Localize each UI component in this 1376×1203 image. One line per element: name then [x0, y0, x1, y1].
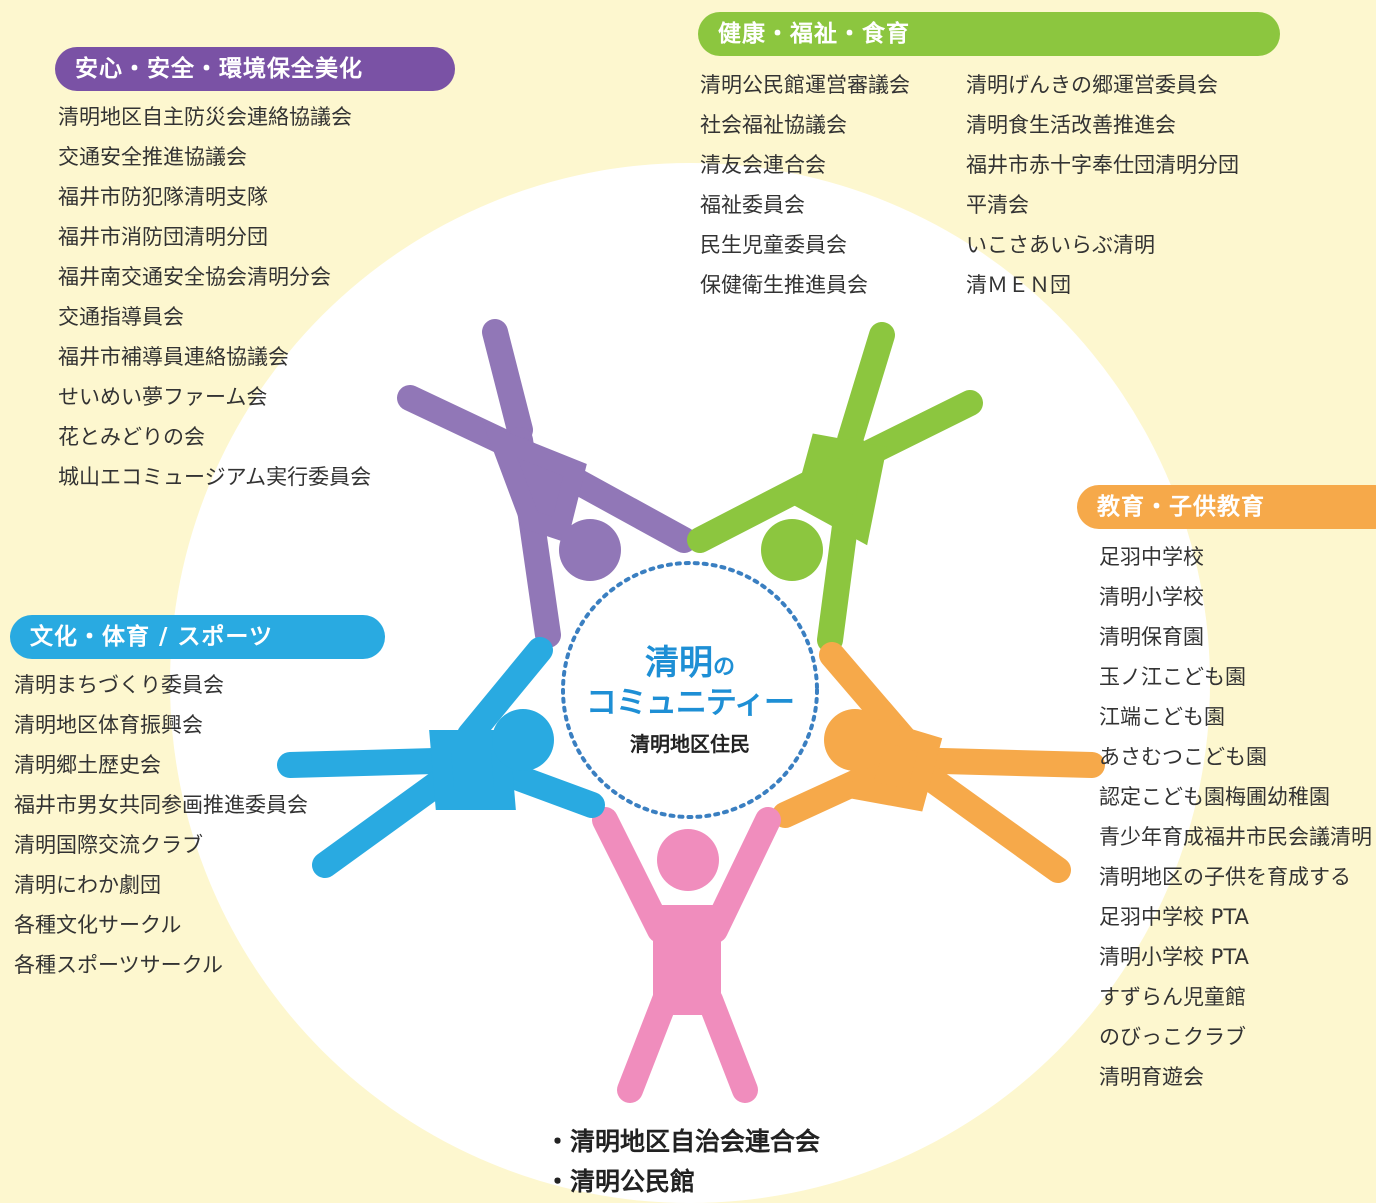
list-item: 保健衛生推進員会 — [700, 273, 868, 297]
center-subtitle: 清明地区住民 — [630, 732, 750, 756]
list-item: 各種文化サークル — [14, 913, 182, 937]
safety-organization-list: 清明地区自主防災会連絡協議会 交通安全推進協議会 福井市防犯隊清明支隊 福井市消… — [58, 97, 371, 497]
list-item: 清明まちづくり委員会 — [14, 673, 224, 697]
education-organization-list: 足羽中学校 清明小学校 清明保育園 玉ノ江こども園 江端こども園 あさむつこども… — [1099, 537, 1376, 1097]
center-title: 清明の — [575, 635, 805, 684]
list-item: すずらん児童館 — [1099, 985, 1246, 1009]
green-person-figure — [687, 322, 983, 653]
list-item: 清明小学校 PTA — [1099, 945, 1249, 969]
center-title-line2: コミュニティー — [585, 685, 795, 721]
list-item: 交通安全推進協議会 — [58, 145, 247, 169]
list-item: 福井市防犯隊清明支隊 — [58, 185, 268, 209]
green-head — [761, 519, 823, 581]
core-organization-list: ・清明地区自治会連合会 ・清明公民館 — [545, 1122, 820, 1202]
list-item: 清明保育園 — [1099, 625, 1204, 649]
list-item: ・清明公民館 — [545, 1167, 696, 1196]
list-item: 民生児童委員会 — [700, 233, 847, 257]
list-item: 清明郷土歴史会 — [14, 753, 161, 777]
list-item: 清明地区体育振興会 — [14, 713, 203, 737]
purple-head — [559, 519, 621, 581]
list-item: 清明公民館運営審議会 — [700, 73, 910, 97]
center-title-particle: の — [712, 655, 735, 680]
list-item: 清明地区の子供を育成する — [1099, 865, 1351, 889]
blue-person-figure — [277, 637, 605, 878]
list-item: 清ＭＥＮ団 — [966, 273, 1071, 297]
pink-person-figure — [592, 807, 781, 1103]
list-item: 足羽中学校 PTA — [1099, 905, 1249, 929]
list-item: 花とみどりの会 — [58, 425, 205, 449]
health-organization-list-col2: 清明げんきの郷運営委員会 清明食生活改善推進会 福井市赤十字奉仕団清明分団 平清… — [966, 65, 1239, 305]
list-item: 青少年育成福井市民会議清明 — [1099, 825, 1372, 849]
list-item: 福祉委員会 — [700, 193, 805, 217]
list-item: のびっこクラブ — [1099, 1025, 1246, 1049]
list-item: せいめい夢ファーム会 — [58, 385, 268, 409]
list-item: いこさあいらぶ清明 — [966, 233, 1155, 257]
purple-person-figure — [397, 319, 697, 648]
pink-head — [657, 829, 719, 891]
blue-head — [492, 709, 554, 771]
list-item: 福井市補導員連絡協議会 — [58, 345, 289, 369]
safety-category-label: 安心・安全・環境保全美化 — [55, 47, 455, 91]
list-item: 福井南交通安全協会清明分会 — [58, 265, 331, 289]
list-item: あさむつこども園 — [1099, 745, 1267, 769]
health-organization-list-col1: 清明公民館運営審議会 社会福祉協議会 清友会連合会 福祉委員会 民生児童委員会 … — [700, 65, 910, 305]
list-item: 社会福祉協議会 — [700, 113, 847, 137]
list-item: 平清会 — [966, 193, 1029, 217]
list-item: 認定こども園梅圃幼稚園 — [1099, 785, 1330, 809]
list-item: 清友会連合会 — [700, 153, 826, 177]
list-item: 交通指導員会 — [58, 305, 184, 329]
list-item: 福井市赤十字奉仕団清明分団 — [966, 153, 1239, 177]
center-title-main: 清明 — [644, 643, 713, 683]
list-item: 各種スポーツサークル — [14, 953, 223, 977]
health-category-label: 健康・福祉・食育 — [698, 12, 1280, 56]
list-item: 城山エコミュージアム実行委員会 — [58, 465, 372, 489]
center-dotted-ring — [561, 561, 819, 819]
list-item: 福井市男女共同参画推進委員会 — [14, 793, 308, 817]
list-item: 足羽中学校 — [1099, 545, 1204, 569]
list-item: 清明食生活改善推進会 — [966, 113, 1176, 137]
list-item: ・清明地区自治会連合会 — [545, 1127, 821, 1156]
culture-category-label: 文化・体育 / スポーツ — [10, 615, 385, 659]
education-category-label: 教育・子供教育 — [1077, 485, 1376, 529]
list-item: 福井市消防団清明分団 — [58, 225, 268, 249]
culture-organization-list: 清明まちづくり委員会 清明地区体育振興会 清明郷土歴史会 福井市男女共同参画推進… — [14, 665, 308, 985]
list-item: 清明国際交流クラブ — [14, 833, 203, 857]
list-item: 江端こども園 — [1099, 705, 1225, 729]
orange-person-figure — [772, 642, 1105, 883]
list-item: 清明地区自主防災会連絡協議会 — [58, 105, 352, 129]
list-item: 清明小学校 — [1099, 585, 1204, 609]
list-item: 玉ノ江こども園 — [1099, 665, 1246, 689]
list-item: 清明育遊会 — [1099, 1065, 1204, 1089]
list-item: 清明にわか劇団 — [14, 873, 161, 897]
orange-head — [824, 709, 886, 771]
list-item: 清明げんきの郷運営委員会 — [966, 73, 1218, 97]
